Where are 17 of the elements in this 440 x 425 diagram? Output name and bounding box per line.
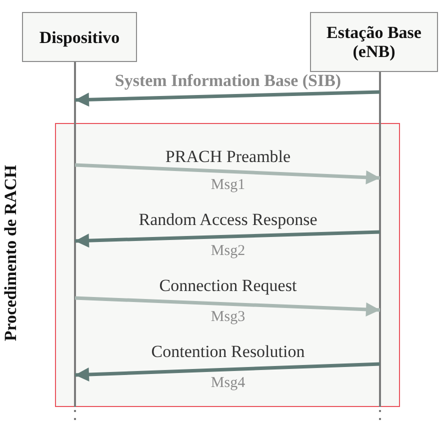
- participant-box: Dispositivo: [22, 12, 137, 62]
- participant-box: Estação Base (eNB): [310, 12, 438, 72]
- message-number: Msg1: [210, 177, 246, 194]
- message-number: Msg3: [210, 309, 246, 326]
- message-arrow: [74, 296, 380, 316]
- message-label: System Information Base (SIB): [114, 71, 342, 91]
- message-arrow: [74, 90, 380, 107]
- message-arrow: [74, 163, 380, 184]
- message-number: Msg4: [210, 375, 246, 392]
- message-label: Random Access Response: [138, 210, 318, 230]
- message-arrow: [74, 362, 380, 382]
- message-arrow: [74, 230, 380, 248]
- message-label: PRACH Preamble: [165, 147, 291, 167]
- message-label: Connection Request: [159, 276, 297, 296]
- message-label: Contention Resolution: [151, 342, 305, 362]
- message-number: Msg2: [210, 243, 246, 260]
- frame-title: Procedimento de RACH: [1, 164, 21, 342]
